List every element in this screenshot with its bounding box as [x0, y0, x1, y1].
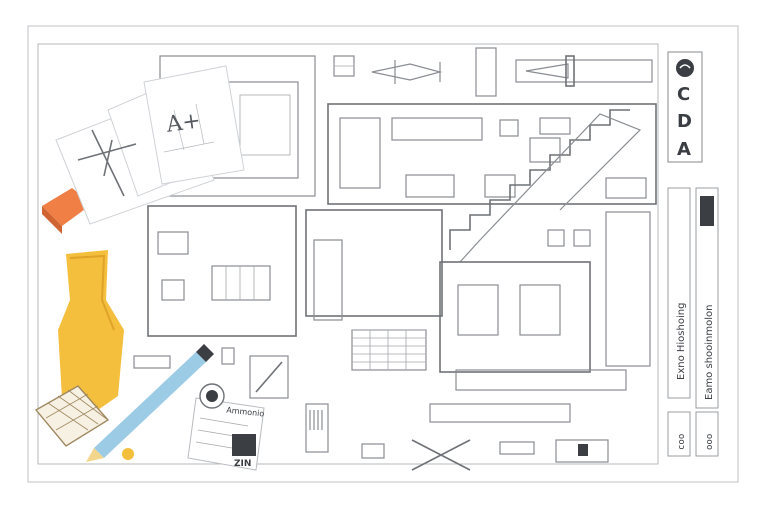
- bottom-symbols: [133, 347, 609, 471]
- title-side-label-1: Exno Hioshoing: [676, 303, 687, 380]
- staircase: [449, 109, 642, 263]
- compass-arrow-icon: [371, 60, 443, 84]
- title-code-2: ooo: [705, 434, 715, 450]
- column-symbol: [475, 47, 497, 97]
- title-block: [667, 51, 719, 457]
- paper-stack: [55, 65, 245, 225]
- title-letter-a: A: [677, 139, 691, 160]
- card-title: Ammonio: [226, 406, 265, 419]
- sheet-inner-border: [37, 43, 659, 465]
- card-logo-text: ZIN: [234, 459, 251, 469]
- spec-card: [187, 383, 265, 471]
- sketch-note: A+: [164, 108, 202, 138]
- title-letter-d: D: [677, 111, 692, 132]
- floor-plan-upper: [327, 103, 657, 205]
- floor-plan-central: [147, 205, 651, 423]
- title-code-1: coo: [677, 434, 687, 450]
- symbol-box: [333, 55, 355, 77]
- title-letter-c: C: [677, 84, 690, 105]
- pen: [86, 344, 214, 462]
- section-arrow-icon: [515, 55, 653, 87]
- grid-tile: [34, 385, 110, 447]
- title-side-label-2: Eamo shooinmolon: [704, 305, 715, 400]
- tape-measure: [58, 250, 124, 414]
